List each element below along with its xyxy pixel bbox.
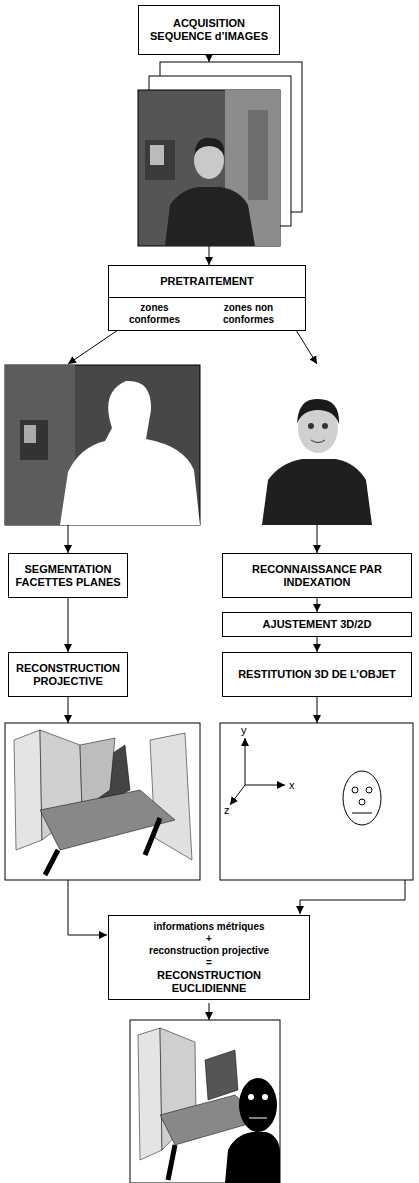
box-text: ACQUISITION SEQUENCE d’IMAGES <box>144 17 274 43</box>
process-box: SEGMENTATION FACETTES PLANES <box>8 553 128 598</box>
box-text: RECONSTRUCTION EUCLIDIENNE <box>144 969 274 995</box>
box-text: zones non conformes <box>207 302 291 326</box>
axis-label: y <box>241 724 247 736</box>
process-box: AJUSTEMENT 3D/2D <box>222 612 412 637</box>
box-text: + <box>206 933 212 945</box>
flow-arrow <box>317 598 318 612</box>
box-text: RECONNAISSANCE PAR INDEXATION <box>228 563 406 589</box>
photo-nonconform-zones <box>222 365 408 525</box>
image-stack <box>138 62 302 246</box>
box-text: RECONSTRUCTION PROJECTIVE <box>14 662 122 688</box>
flow-arrow <box>317 637 318 652</box>
box-text: = <box>206 957 212 969</box>
process-box: RECONNAISSANCE PAR INDEXATION <box>222 553 412 598</box>
box-text: zones conformes <box>124 302 186 326</box>
box-text: AJUSTEMENT 3D/2D <box>263 618 372 631</box>
result-box: informations métriques+reconstruction pr… <box>108 915 310 1000</box>
split-box: PRETRAITEMENT zones conformes zones non co… <box>108 265 306 331</box>
axis-label: x <box>289 779 295 791</box>
process-box: RESTITUTION 3D DE L’OBJET <box>222 652 412 697</box>
object-3d-face <box>220 723 413 880</box>
box-text: informations métriques <box>153 921 264 933</box>
box-text: SEGMENTATION FACETTES PLANES <box>14 563 122 589</box>
euclidean-scene <box>130 1020 280 1183</box>
box-text: PRETRAITEMENT <box>160 275 254 288</box>
photo-conform-zones <box>5 365 200 525</box>
box-text: RESTITUTION 3D DE L’OBJET <box>238 668 396 681</box>
process-box: ACQUISITION SEQUENCE d’IMAGES <box>138 5 280 55</box>
axis-label: z <box>224 804 230 816</box>
box-text: reconstruction projective <box>149 945 269 957</box>
flow-arrow <box>68 598 69 652</box>
process-box: RECONSTRUCTION PROJECTIVE <box>8 652 128 697</box>
projective-scene <box>5 723 200 880</box>
